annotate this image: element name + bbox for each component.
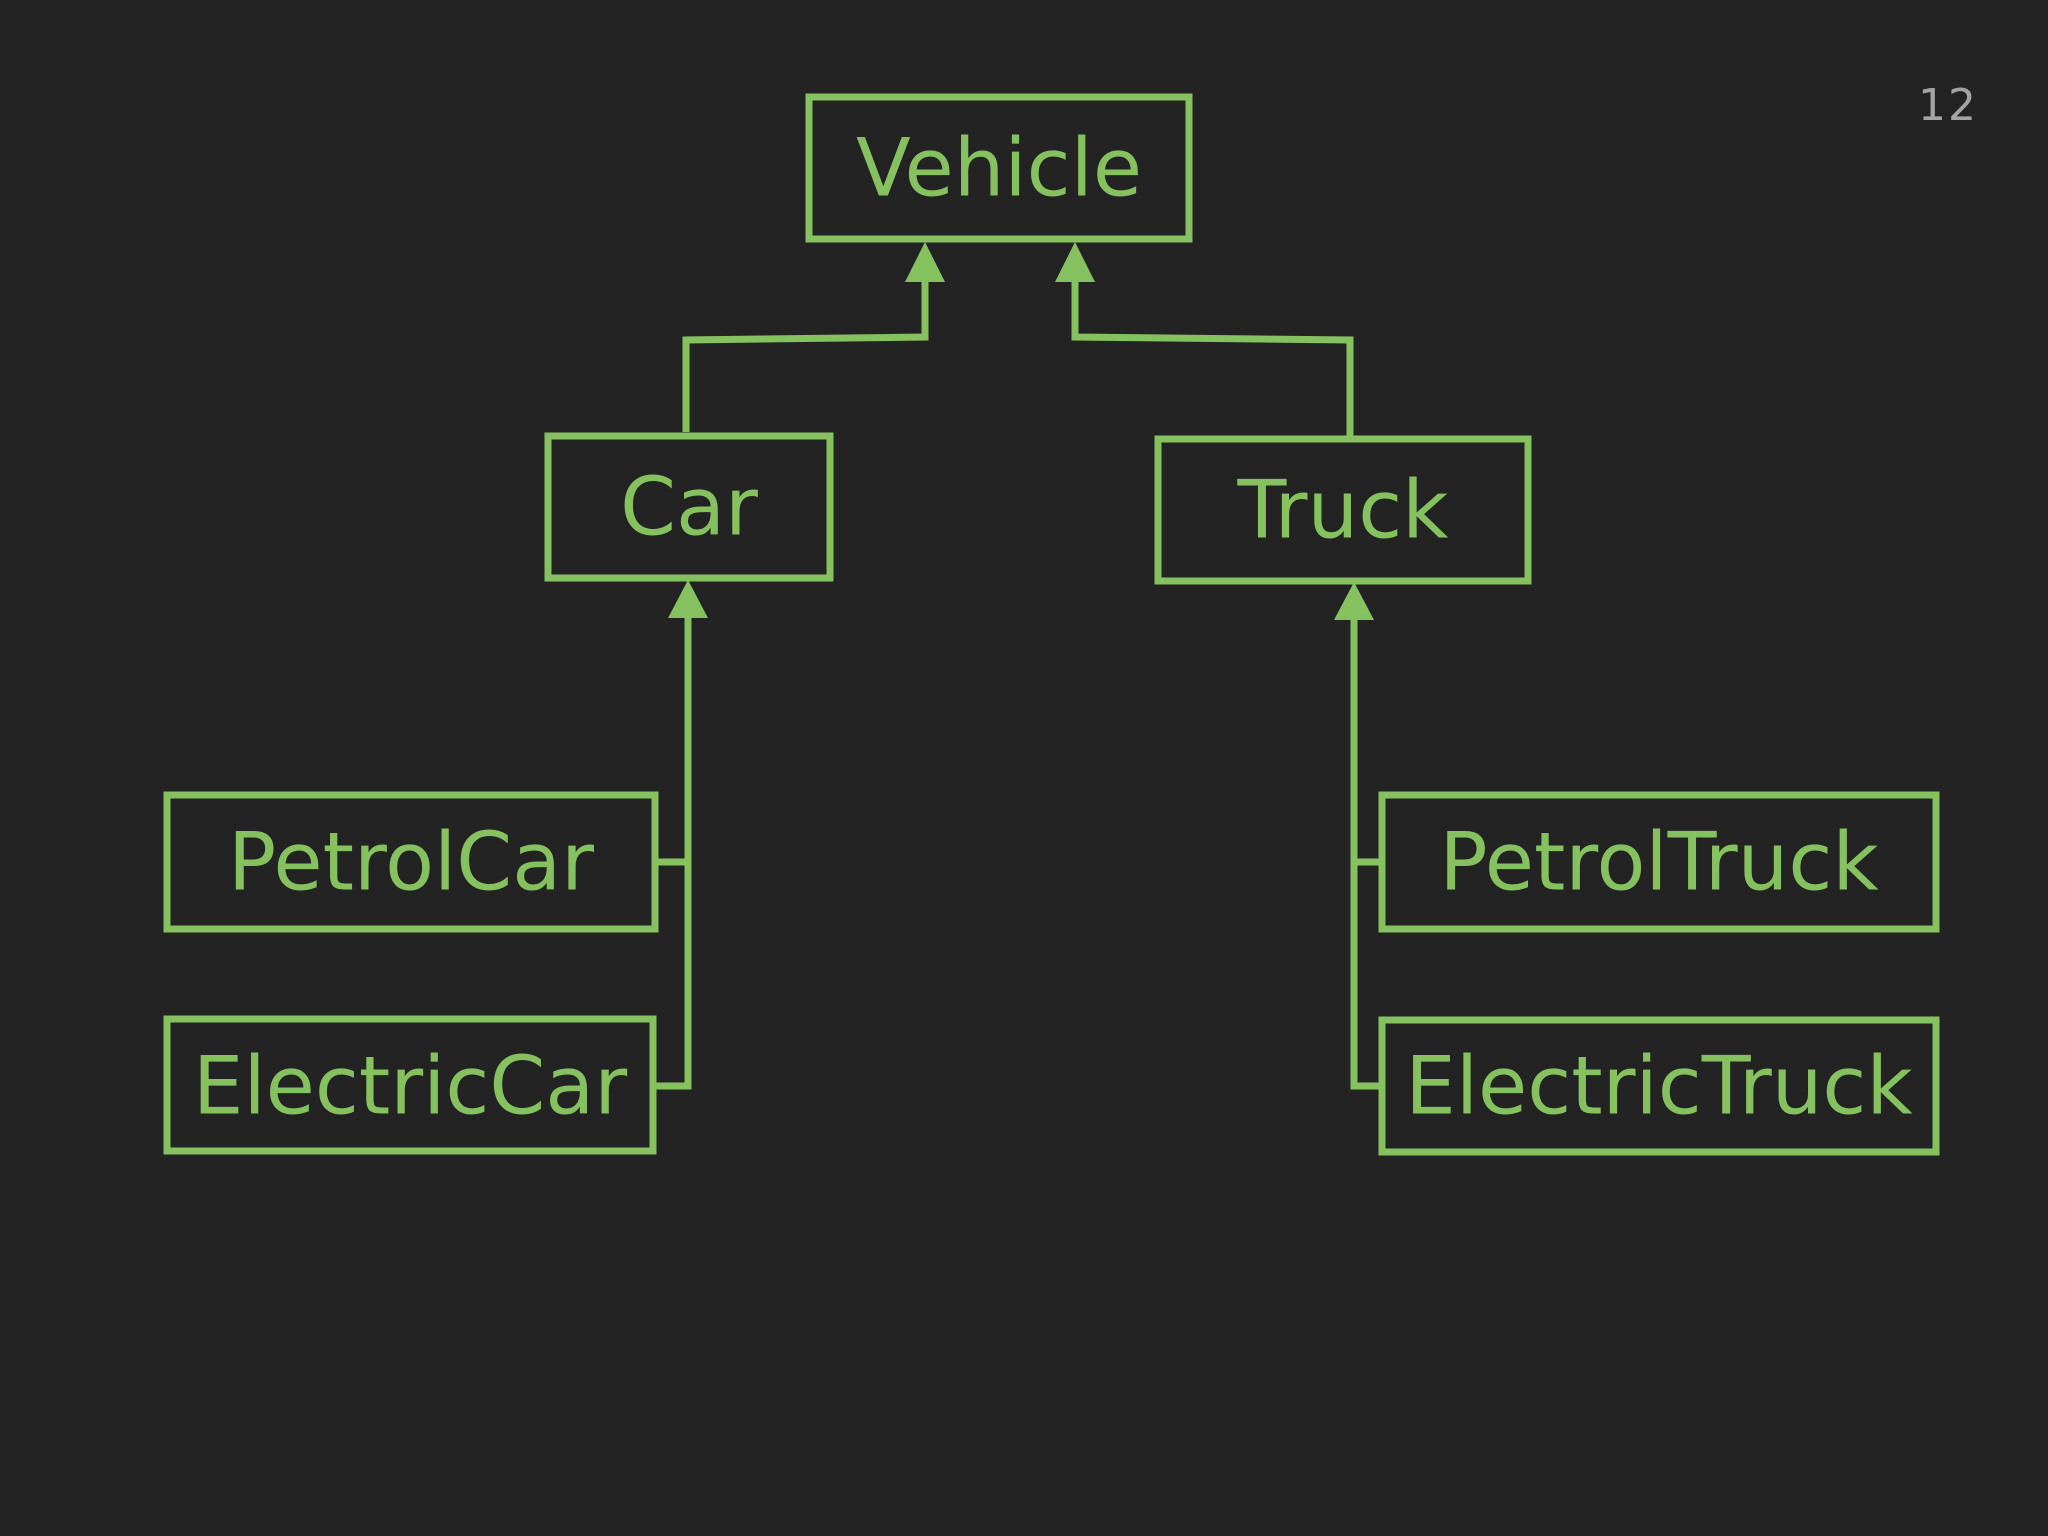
node-car: Car: [544, 432, 834, 582]
node-truck-label: Truck: [1236, 464, 1449, 557]
arrowhead-to-truck: [1334, 582, 1374, 620]
arrowhead-car-to-vehicle: [905, 242, 945, 282]
edge-truck-to-vehicle: [1071, 274, 1354, 436]
node-electriccar: ElectricCar: [163, 1015, 657, 1155]
node-petroltruck: PetrolTruck: [1378, 791, 1940, 933]
edge-electrictruck-to-truck: [1350, 862, 1382, 1090]
node-electriccar-label: ElectricCar: [193, 1040, 627, 1133]
node-electrictruck: ElectricTruck: [1378, 1016, 1940, 1156]
page-number: 12: [1918, 80, 1978, 131]
node-vehicle: Vehicle: [805, 93, 1193, 243]
node-petrolcar-label: PetrolCar: [228, 816, 594, 909]
node-truck: Truck: [1154, 435, 1532, 585]
arrowhead-to-car: [668, 580, 708, 618]
edge-car-to-vehicle: [682, 274, 929, 432]
arrowhead-truck-to-vehicle: [1055, 242, 1095, 282]
node-petrolcar: PetrolCar: [163, 791, 659, 933]
node-car-label: Car: [620, 461, 758, 554]
node-vehicle-label: Vehicle: [856, 122, 1142, 215]
edge-petroltruck-to-truck: [1350, 612, 1382, 866]
node-petroltruck-label: PetrolTruck: [1439, 816, 1879, 909]
edge-petrolcar-to-car: [656, 610, 692, 866]
edge-electriccar-to-car: [656, 862, 692, 1090]
node-electrictruck-label: ElectricTruck: [1405, 1040, 1913, 1133]
